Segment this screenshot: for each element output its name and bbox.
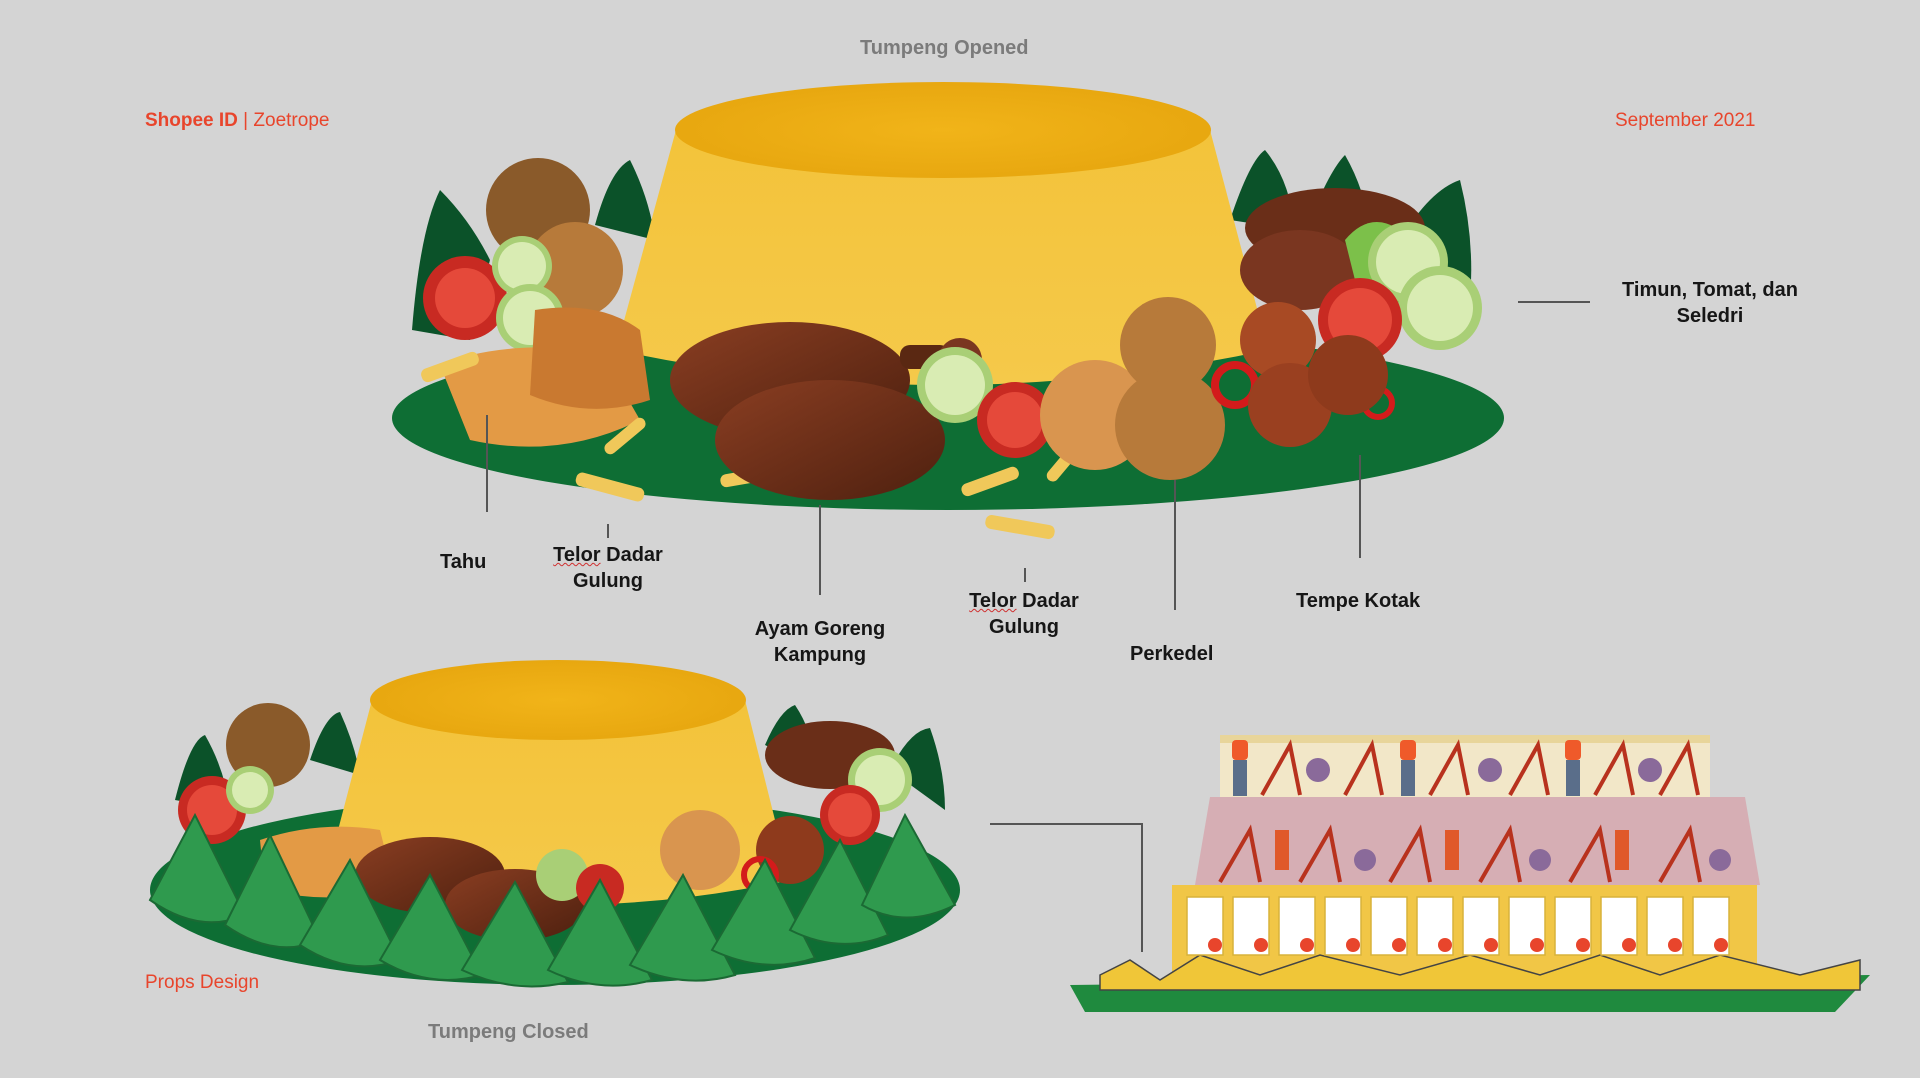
- label-dadar-word-right: Dadar: [1016, 590, 1079, 612]
- banana-leaf-cones: [148, 812, 957, 988]
- rice-cone: [616, 130, 1268, 385]
- label-telor-dadar-right-line1: Telor Dadar: [964, 588, 1084, 614]
- rice-cone-top: [675, 82, 1211, 178]
- date-label: September 2021: [1615, 110, 1756, 131]
- stage-figures-middle: [1218, 824, 1731, 883]
- label-telor-word-right: Telor: [969, 590, 1017, 612]
- label-tahu: Tahu: [440, 551, 487, 573]
- label-telor-word: Telor: [553, 544, 601, 566]
- label-telor-dadar-left: Telor Dadar Gulung: [548, 542, 668, 594]
- brand-name: Shopee ID: [145, 110, 238, 131]
- stage-figures-top: [1232, 739, 1700, 796]
- label-timun-tomat-seledri: Timun, Tomat, dan Seledri: [1610, 277, 1810, 329]
- label-timun-line1: Timun, Tomat, dan: [1622, 279, 1798, 301]
- label-ayam-goreng: Ayam Goreng Kampung: [750, 616, 890, 668]
- label-ayam-line1: Ayam Goreng: [754, 618, 886, 640]
- title-opened: Tumpeng Opened: [860, 37, 1029, 59]
- label-timun-line2: Seledri: [1676, 305, 1744, 327]
- label-perkedel: Perkedel: [1130, 643, 1214, 665]
- title-closed: Tumpeng Closed: [428, 1021, 589, 1043]
- label-telor-dadar-left-line1: Telor Dadar: [548, 542, 668, 568]
- brand-project: Zoetrope: [253, 110, 330, 131]
- callout-lines: [486, 301, 1590, 952]
- label-telor-dadar-right-line2: Gulung: [989, 616, 1059, 638]
- tumpeng-opened-illustration: [392, 82, 1504, 540]
- tempe-kotak: [1240, 302, 1316, 378]
- label-telor-dadar-right: Telor Dadar Gulung: [964, 588, 1084, 640]
- label-ayam-line2: Kampung: [773, 644, 867, 666]
- zoetrope-stage-illustration: [1070, 735, 1870, 1012]
- label-tempe-kotak: Tempe Kotak: [1296, 590, 1421, 612]
- brand-heading: Shopee ID | Zoetrope: [145, 110, 329, 132]
- section-label: Props Design: [145, 972, 260, 993]
- label-telor-dadar-left-line2: Gulung: [573, 570, 643, 592]
- tumpeng-closed-illustration: [148, 660, 960, 988]
- brand-separator: |: [237, 110, 254, 131]
- stage-certificates: [1186, 896, 1730, 956]
- label-dadar-word: Dadar: [600, 544, 663, 566]
